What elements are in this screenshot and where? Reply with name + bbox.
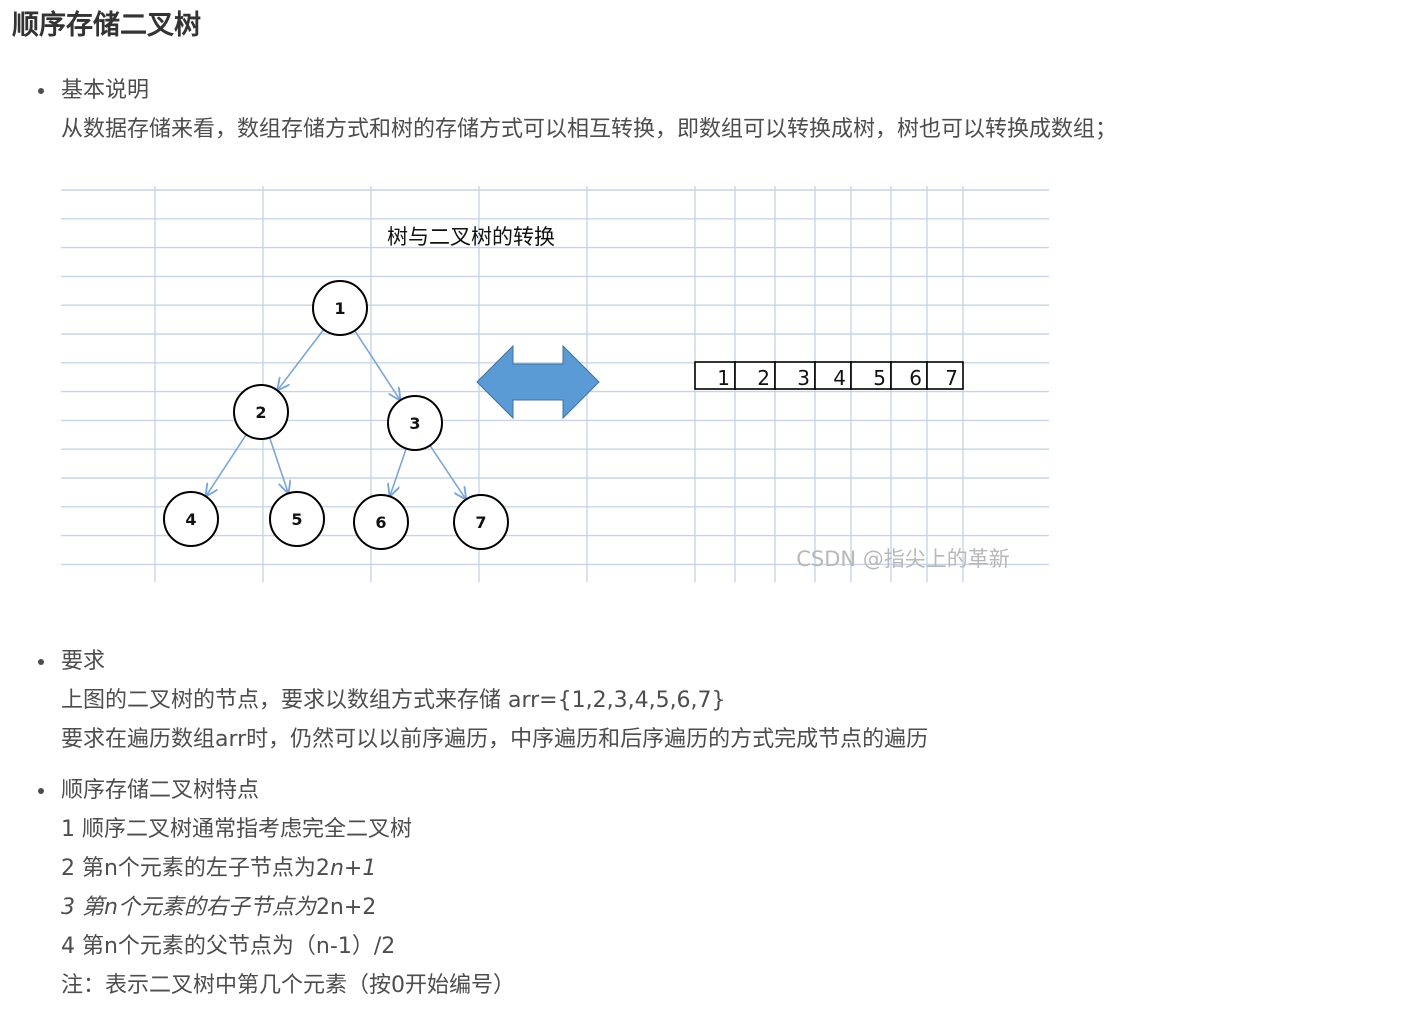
tree-node [353, 494, 409, 550]
features-item-3: 3 第n个元素的右子节点为2n+2 [61, 893, 376, 923]
features-note: 注：表示二叉树中第几个元素（按0开始编号） [61, 973, 515, 998]
tree-edge [390, 448, 407, 496]
features-item-3-text: 3 第n个元素的右子节点为 [61, 895, 316, 920]
requirements-line-1: 上图的二叉树的节点，要求以数组方式来存储 arr={1,2,3,4,5,6,7} [61, 688, 726, 713]
array-cell-value: 5 [873, 366, 886, 390]
tree-node [387, 395, 443, 451]
tree-edge [206, 434, 247, 496]
tree-node [233, 384, 289, 440]
features-item-2: 2 第n个元素的左子节点为2n+1 [61, 854, 376, 884]
bullet-basic [38, 88, 44, 94]
watermark: CSDN @指尖上的革新 [796, 547, 1010, 571]
array-cell-value: 3 [797, 366, 810, 390]
double-arrow-icon [476, 344, 600, 420]
tree-node-label: 3 [409, 414, 420, 433]
array-cell-value: 1 [717, 366, 730, 390]
array-cell [814, 361, 852, 390]
tree-node-label: 1 [334, 299, 345, 318]
requirements-heading: 要求 [61, 649, 106, 674]
tree-edges [206, 329, 465, 499]
tree-edge [354, 330, 400, 400]
page-title: 顺序存储二叉树 [12, 10, 201, 41]
array-cell-value: 7 [945, 366, 958, 390]
features-item-2-formula: n+1 [329, 856, 377, 881]
tree-edge [268, 437, 288, 493]
tree-node-label: 7 [475, 513, 486, 532]
features-item-4: 4 第n个元素的父节点为（n-1）/2 [61, 934, 396, 959]
bullet-features [38, 788, 44, 794]
features-item-2-text: 2 第n个元素的左子节点为2 [61, 856, 330, 881]
bullet-requirements [38, 659, 44, 665]
tree-node-label: 6 [375, 513, 386, 532]
array-cell [926, 361, 964, 390]
figure-title: 树与二叉树的转换 [387, 225, 555, 249]
array-cell [774, 361, 816, 390]
array-cell-value: 6 [909, 366, 922, 390]
tree-node [453, 494, 509, 550]
requirements-line-2: 要求在遍历数组arr时，仍然可以以前序遍历，中序遍历和后序遍历的方式完成节点的遍… [61, 727, 929, 752]
tree-node [312, 280, 368, 336]
array-cell [734, 361, 776, 390]
tree-node [269, 491, 325, 547]
array-cell-value: 2 [757, 366, 770, 390]
tree-node [163, 491, 219, 547]
tree-node-label: 4 [185, 510, 196, 529]
array-cell [850, 361, 892, 390]
tree-node-label: 2 [255, 403, 266, 422]
features-item-3-formula: 2n+2 [315, 895, 377, 920]
tree-node-label: 5 [291, 510, 302, 529]
features-item-1: 1 顺序二叉树通常指考虑完全二叉树 [61, 817, 412, 842]
tree-edge [278, 329, 325, 390]
tree-edge [429, 445, 465, 498]
tree-nodes: 1 2 3 4 5 6 7 [163, 280, 509, 550]
array-cell-value: 4 [833, 366, 846, 390]
basic-heading: 基本说明 [61, 78, 150, 103]
basic-description: 从数据存储来看，数组存储方式和树的存储方式可以相互转换，即数组可以转换成树，树也… [61, 117, 1118, 142]
features-heading: 顺序存储二叉树特点 [61, 778, 260, 803]
